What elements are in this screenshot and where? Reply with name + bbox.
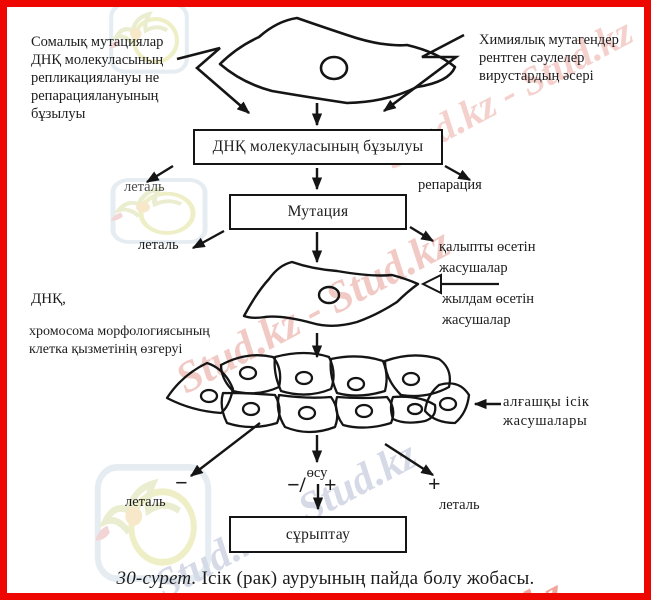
cluster-to-plus-arrow	[384, 442, 435, 477]
normal-cell-drawing	[218, 16, 457, 105]
somatic-arrow	[176, 46, 250, 114]
cluster-to-minus-arrow	[189, 422, 261, 477]
diagram-canvas	[145, 16, 501, 511]
dnabox-to-lethal-arrow	[145, 164, 174, 184]
tumor-cell-cluster-drawing	[165, 351, 471, 434]
mutation-to-lethal-arrow	[191, 229, 225, 250]
mutation-to-normalcells-arrow	[409, 225, 435, 243]
dnabox-to-reparation-arrow	[444, 164, 472, 182]
fastcells-open-arrow	[420, 273, 499, 295]
mutated-cell-drawing	[242, 260, 420, 327]
mutagen-arrow	[382, 33, 465, 113]
